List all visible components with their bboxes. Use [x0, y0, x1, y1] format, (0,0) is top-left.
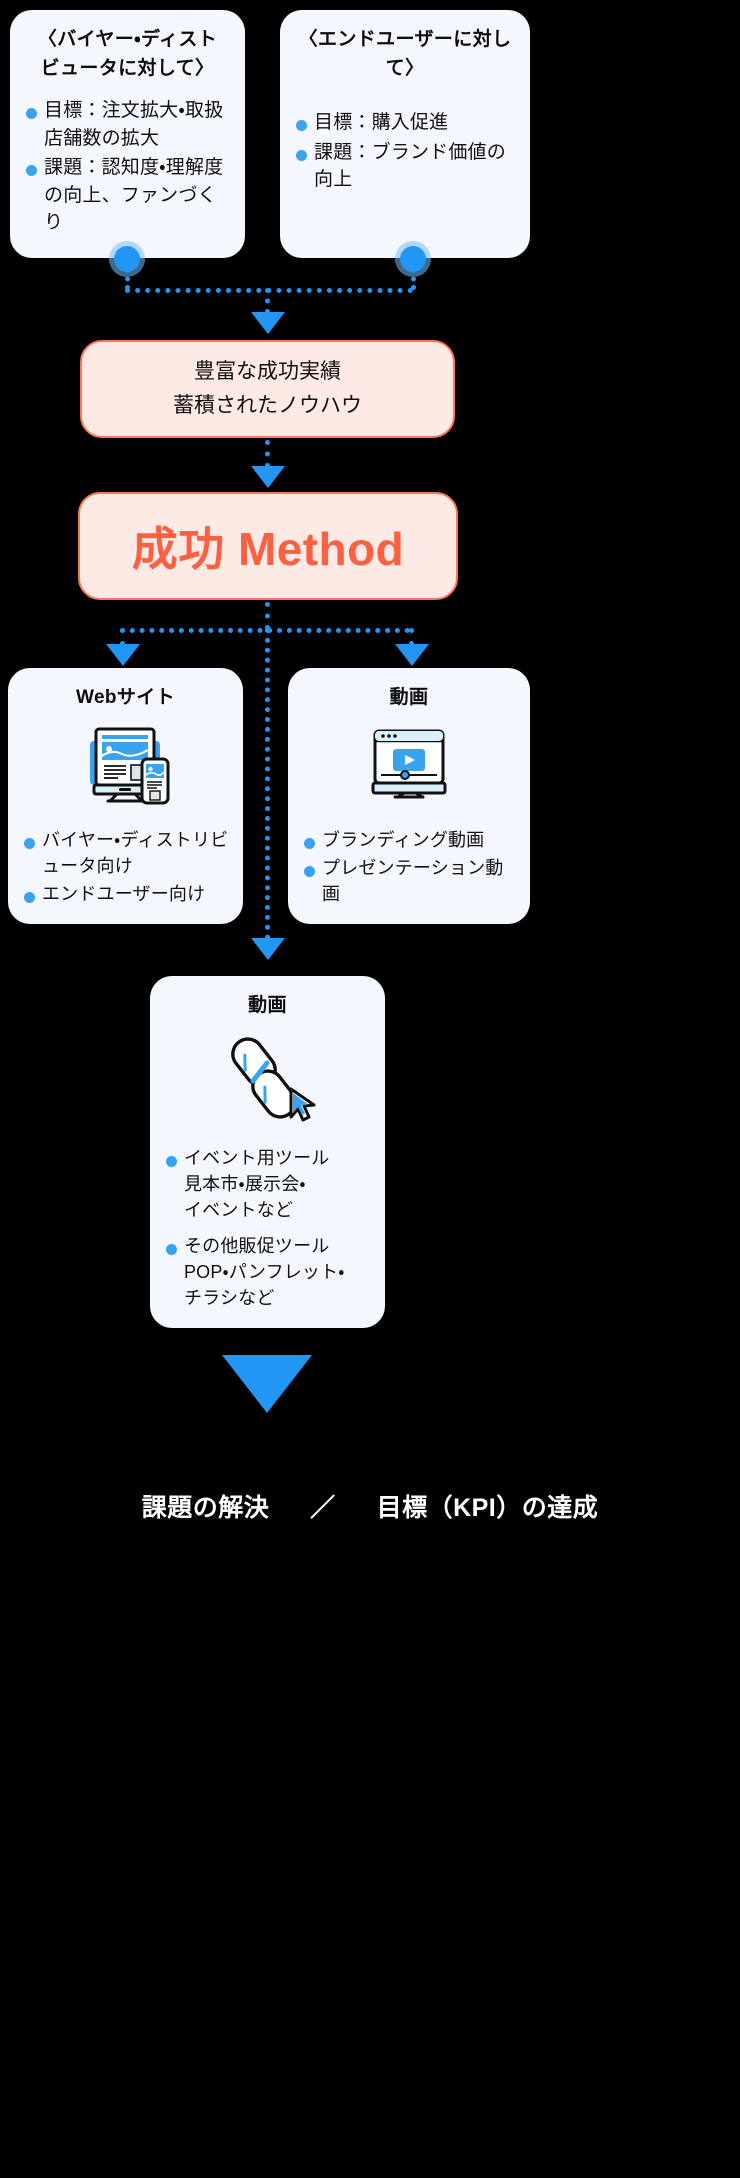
tools-card: 動画 イベント用ツ [150, 976, 385, 1328]
list-item: プレゼンテーション動画 [302, 855, 516, 907]
connector-joint-right [400, 246, 426, 272]
list-item: 目標：購入促進 [294, 109, 516, 137]
list-item: ブランディング動画 [302, 827, 516, 853]
connector-line-center-down-2 [265, 440, 270, 468]
arrow-to-website-card [106, 644, 140, 666]
method-box: 成功 Method [78, 492, 458, 600]
audience-card-buyer-bullets: 目標：注文拡大・取扱店舗数の拡大 課題：認知度・理解度の向上、ファンづくり [24, 97, 231, 239]
deliverable-card-video-bullets: ブランディング動画 プレゼンテーション動画 [302, 827, 516, 909]
experience-box: 豊富な成功実績 蓄積されたノウハウ [80, 340, 455, 438]
deliverable-card-website: Webサイト [8, 668, 243, 924]
list-item: 課題：ブランド価値の向上 [294, 139, 516, 194]
experience-box-line2: 蓄積されたノウハウ [173, 394, 362, 417]
list-item: イベント用ツール 見本市・展示会・ イベントなど [164, 1145, 371, 1223]
connector-line-center-down-1 [265, 288, 270, 314]
connector-branch-left-down [120, 628, 125, 646]
arrow-to-experience-box [251, 312, 285, 334]
chain-link-cursor-icon [213, 1033, 323, 1129]
arrow-to-outcome [222, 1355, 312, 1413]
deliverable-card-video-title: 動画 [389, 687, 429, 708]
outcome-left-label: 課題の解決 [141, 1494, 270, 1522]
connector-line-left-down [125, 268, 130, 290]
tools-card-bullets: イベント用ツール 見本市・展示会・ イベントなど その他販促ツール POP・パン… [164, 1145, 371, 1314]
deliverable-card-video: 動画 [288, 668, 530, 924]
deliverable-card-website-title: Webサイト [75, 687, 176, 708]
deliverable-card-website-bullets: バイヤー・ディストリビュータ向け エンドユーザー向け [22, 827, 229, 909]
audience-card-enduser: 〈エンドユーザーに対して〉 目標：購入促進 課題：ブランド価値の向上 [280, 10, 530, 258]
connector-center-long-down [265, 628, 270, 940]
arrow-to-tools-card [251, 938, 285, 960]
arrow-to-method-box [251, 466, 285, 488]
list-item: 目標：注文拡大・取扱店舗数の拡大 [24, 97, 231, 152]
list-item: その他販促ツール POP・パンフレット・ チラシなど [164, 1233, 371, 1311]
connector-method-down [265, 602, 270, 630]
outcome-separator: ／ [310, 1494, 336, 1522]
audience-card-enduser-bullets: 目標：購入促進 課題：ブランド価値の向上 [294, 109, 516, 196]
audience-card-enduser-title: 〈エンドユーザーに対して〉 [298, 29, 512, 79]
audience-card-buyer: 〈バイヤー・ディスト ビュータに対して〉 目標：注文拡大・取扱店舗数の拡大 課題… [10, 10, 245, 258]
connector-branch-right-down [409, 628, 414, 646]
list-item: エンドユーザー向け [22, 881, 229, 907]
arrow-to-video-card [395, 644, 429, 666]
list-item: バイヤー・ディストリビュータ向け [22, 827, 229, 879]
list-item: 課題：認知度・理解度の向上、ファンづくり [24, 154, 231, 237]
connector-line-right-down [411, 268, 416, 290]
experience-box-line1: 豊富な成功実績 [194, 360, 341, 384]
connector-joint-left [114, 246, 140, 272]
outcome-footer: 課題の解決 ／ 目標（KPI）の達成 [0, 1488, 740, 1524]
experience-box-text: 豊富な成功実績 蓄積されたノウハウ [173, 355, 362, 422]
tools-card-title: 動画 [248, 995, 287, 1016]
video-player-icon [361, 723, 457, 815]
outcome-right-label: 目標（KPI）の達成 [376, 1494, 599, 1522]
website-devices-icon [78, 723, 174, 815]
audience-card-buyer-title: 〈バイヤー・ディスト ビュータに対して〉 [37, 29, 218, 79]
method-box-label: 成功 Method [131, 523, 405, 575]
